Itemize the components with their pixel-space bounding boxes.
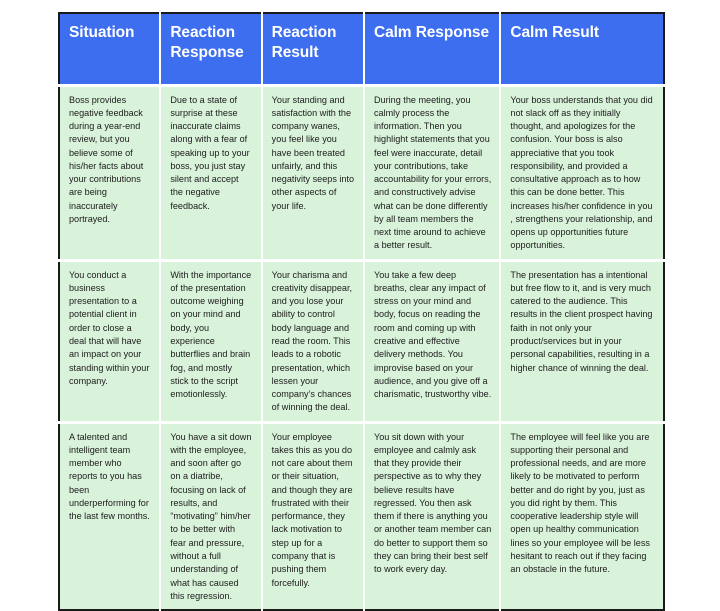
cell-calm-result: Your boss understands that you did not s… [500, 85, 664, 262]
cell-reaction-response: You have a sit down with the employee, a… [160, 422, 263, 611]
table-row: Boss provides negative feedback during a… [59, 85, 664, 262]
cell-reaction-result: Your employee takes this as you do not c… [261, 422, 365, 611]
reaction-vs-calm-matrix-table: Situation Reaction Response Reaction Res… [58, 12, 665, 611]
cell-reaction-response: Due to a state of surprise at these inac… [160, 85, 263, 262]
cell-calm-result: The presentation has a intentional but f… [500, 260, 664, 424]
column-header-calm-result: Calm Result [500, 13, 664, 87]
table-row: You conduct a business presentation to a… [59, 260, 664, 424]
cell-calm-response: You take a few deep breaths, clear any i… [363, 260, 502, 424]
page-canvas: Situation Reaction Response Reaction Res… [58, 12, 665, 611]
cell-situation: You conduct a business presentation to a… [59, 260, 162, 424]
column-header-reaction-response: Reaction Response [160, 13, 263, 87]
cell-situation: A talented and intelligent team member w… [59, 422, 162, 611]
column-header-reaction-result: Reaction Result [261, 13, 365, 87]
cell-reaction-result: Your charisma and creativity disappear, … [261, 260, 365, 424]
cell-reaction-response: With the importance of the presentation … [160, 260, 263, 424]
header-row: Situation Reaction Response Reaction Res… [59, 13, 664, 87]
cell-calm-response: During the meeting, you calmly process t… [363, 85, 502, 262]
cell-calm-result: The employee will feel like you are supp… [500, 422, 664, 611]
column-header-situation: Situation [59, 13, 162, 87]
table-body: Boss provides negative feedback during a… [59, 85, 664, 611]
table-row: A talented and intelligent team member w… [59, 422, 664, 611]
table-header: Situation Reaction Response Reaction Res… [59, 13, 664, 87]
cell-reaction-result: Your standing and satisfaction with the … [261, 85, 365, 262]
cell-calm-response: You sit down with your employee and calm… [363, 422, 502, 611]
cell-situation: Boss provides negative feedback during a… [59, 85, 162, 262]
column-header-calm-response: Calm Response [363, 13, 502, 87]
